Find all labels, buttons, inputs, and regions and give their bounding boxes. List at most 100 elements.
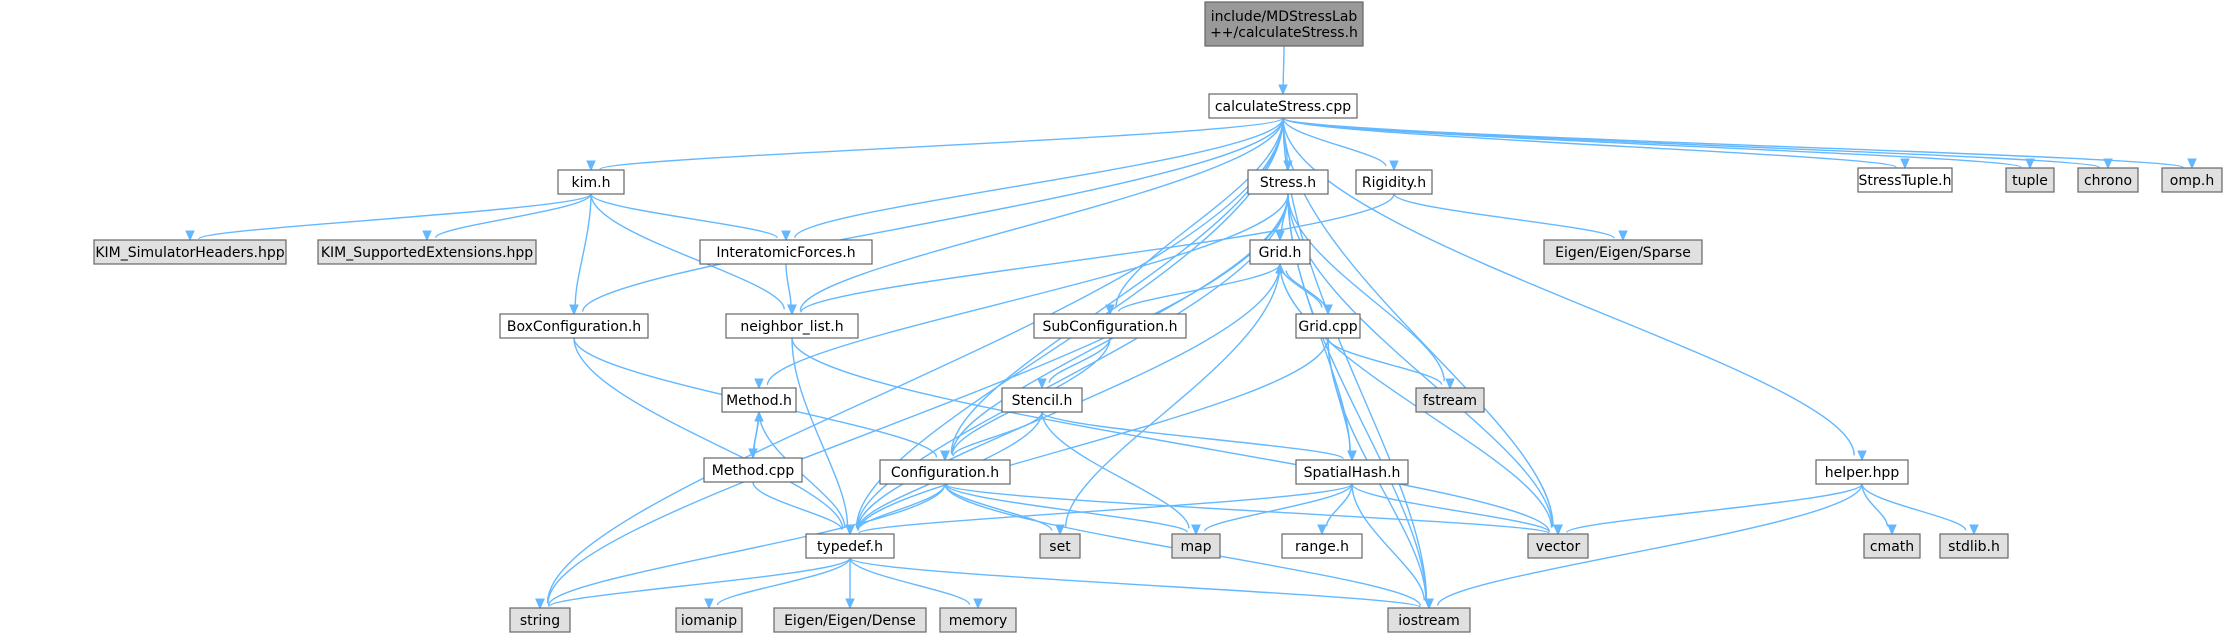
node-include-mdstresslab-calculatestress-h[interactable]: include/MDStressLab++/calculateStress.h (1204, 1, 1364, 47)
edge-configuration-to-vector (944, 483, 1550, 534)
edge-configuration-to-set (944, 483, 1053, 531)
edge-gridcpp-to-typedef (857, 337, 1329, 531)
node-box (317, 239, 537, 265)
node-interatomicforces-h[interactable]: InteratomicForces.h (699, 239, 873, 265)
node-stencil-h[interactable]: Stencil.h (1001, 387, 1083, 413)
node-box (1001, 387, 1083, 413)
edge-helper-to-vector (1566, 483, 1863, 534)
node-map[interactable]: map (1171, 533, 1221, 559)
node-grid-cpp[interactable]: Grid.cpp (1295, 313, 1361, 339)
node-box (2077, 167, 2139, 193)
node-box (1415, 387, 1485, 413)
node-box (1295, 459, 1409, 485)
node-label: Eigen/Eigen/Sparse (1555, 245, 1691, 261)
node-chrono[interactable]: chrono (2077, 167, 2139, 193)
node-method-h[interactable]: Method.h (721, 387, 797, 413)
node-helper-hpp[interactable]: helper.hpp (1815, 459, 1909, 485)
node-method-cpp[interactable]: Method.cpp (703, 457, 803, 483)
node-box (1863, 533, 1921, 559)
node-label: include/MDStressLab (1211, 9, 1358, 25)
node-kim-simulatorheaders-hpp[interactable]: KIM_SimulatorHeaders.hpp (93, 239, 287, 265)
node-omp-h[interactable]: omp.h (2161, 167, 2223, 193)
node-iostream[interactable]: iostream (1387, 607, 1471, 633)
node-rigidity-h[interactable]: Rigidity.h (1355, 169, 1433, 195)
node-box (2005, 167, 2055, 193)
edge-spatialhash-to-range (1325, 483, 1353, 527)
node-eigen-eigen-dense[interactable]: Eigen/Eigen/Dense (773, 607, 927, 633)
node-label: Grid.cpp (1298, 319, 1357, 335)
edge-stencil-to-spatialhash (1041, 411, 1344, 460)
node-calculatestress-cpp[interactable]: calculateStress.cpp (1208, 93, 1358, 119)
node-box (1204, 1, 1364, 47)
node-spatialhash-h[interactable]: SpatialHash.h (1295, 459, 1409, 485)
edge-methodcpp-to-method (752, 420, 759, 459)
edge-rigidity-to-eigensparse (1393, 193, 1615, 239)
edge-calcstress-to-boxconf (581, 117, 1284, 312)
node-neighbor-list-h[interactable]: neighbor_list.h (725, 313, 859, 339)
node-label: InteratomicForces.h (716, 245, 855, 261)
node-string[interactable]: string (509, 607, 571, 633)
edge-arrowhead (1317, 524, 1327, 536)
edge-calcstress-to-neighbor (799, 117, 1284, 311)
node-label: neighbor_list.h (740, 319, 843, 335)
edge-helper-to-cmath (1861, 483, 1889, 527)
node-label: Eigen/Eigen/Dense (784, 613, 916, 629)
node-typedef-h[interactable]: typedef.h (805, 533, 895, 559)
node-vector[interactable]: vector (1527, 533, 1589, 559)
node-boxconfiguration-h[interactable]: BoxConfiguration.h (499, 313, 649, 339)
node-label: stdlib.h (1948, 539, 2000, 555)
edge-configuration-to-typedef (857, 483, 946, 531)
node-box (1815, 459, 1909, 485)
node-eigen-eigen-sparse[interactable]: Eigen/Eigen/Sparse (1543, 239, 1703, 265)
node-label: set (1049, 539, 1071, 555)
node-box (805, 533, 895, 559)
node-stdlib-h[interactable]: stdlib.h (1939, 533, 2009, 559)
node-kim-supportedextensions-hpp[interactable]: KIM_SupportedExtensions.hpp (317, 239, 537, 265)
edge-stencil-to-map (1041, 411, 1190, 529)
node-iomanip[interactable]: iomanip (675, 607, 743, 633)
node-set[interactable]: set (1039, 533, 1081, 559)
edge-kim-to-interforces (590, 193, 778, 239)
edges-layer (185, 45, 2197, 610)
node-stresstuple-h[interactable]: StressTuple.h (1857, 167, 1953, 193)
node-box (557, 169, 625, 195)
node-label: vector (1536, 539, 1581, 555)
node-box (675, 607, 743, 633)
node-range-h[interactable]: range.h (1281, 533, 1363, 559)
edge-calcstress-to-stresstuple (1282, 117, 1897, 168)
node-stress-h[interactable]: Stress.h (1247, 169, 1329, 195)
node-label: Method.cpp (712, 463, 795, 479)
node-label: Stencil.h (1012, 393, 1073, 409)
node-label: calculateStress.cpp (1215, 99, 1351, 115)
node-grid-h[interactable]: Grid.h (1249, 239, 1311, 265)
node-box (1543, 239, 1703, 265)
edge-arrowhead (1105, 304, 1115, 316)
node-kim-h[interactable]: kim.h (557, 169, 625, 195)
node-configuration-h[interactable]: Configuration.h (879, 459, 1011, 485)
node-box (1039, 533, 1081, 559)
node-box (721, 387, 797, 413)
node-fstream[interactable]: fstream (1415, 387, 1485, 413)
node-label: BoxConfiguration.h (507, 319, 641, 335)
edge-grid-to-subconf (1117, 263, 1281, 313)
node-label: ++/calculateStress.h (1210, 25, 1358, 41)
edge-arrowhead (1389, 160, 1399, 172)
edge-arrowhead (1037, 378, 1047, 390)
edge-stress-to-string (547, 193, 1289, 604)
node-label: Configuration.h (891, 465, 999, 481)
edge-helper-to-stdlib (1861, 483, 1967, 531)
node-box (1171, 533, 1221, 559)
node-subconfiguration-h[interactable]: SubConfiguration.h (1033, 313, 1187, 339)
edge-arrowhead (1857, 450, 1867, 462)
node-box (879, 459, 1011, 485)
edge-arrowhead (569, 304, 579, 316)
edge-arrowhead (1553, 524, 1563, 536)
node-box (703, 457, 803, 483)
edge-gridcpp-to-grid (1285, 270, 1329, 315)
node-tuple[interactable]: tuple (2005, 167, 2055, 193)
node-cmath[interactable]: cmath (1863, 533, 1921, 559)
node-memory[interactable]: memory (939, 607, 1017, 633)
node-label: range.h (1295, 539, 1349, 555)
node-box (509, 607, 571, 633)
